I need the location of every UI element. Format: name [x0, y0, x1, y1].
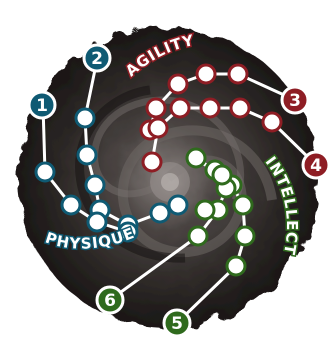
- intellect-skill-node[interactable]: [234, 196, 252, 214]
- agility-skill-node[interactable]: [197, 65, 215, 83]
- physique-skill-node[interactable]: [36, 163, 54, 181]
- start-badge-5[interactable]: 5: [164, 310, 190, 336]
- start-badge-number: 5: [171, 314, 183, 334]
- physique-skill-node[interactable]: [151, 204, 169, 222]
- intellect-skill-node[interactable]: [236, 227, 254, 245]
- start-badge-number: 1: [36, 96, 48, 116]
- physique-skill-node[interactable]: [62, 196, 80, 214]
- start-badge-2[interactable]: 2: [84, 45, 110, 71]
- agility-skill-node[interactable]: [263, 113, 281, 131]
- agility-skill-node[interactable]: [147, 99, 165, 117]
- physique-skill-node[interactable]: [169, 196, 187, 214]
- agility-skill-node[interactable]: [231, 99, 249, 117]
- agility-skill-node[interactable]: [143, 153, 161, 171]
- intellect-skill-node[interactable]: [196, 201, 214, 219]
- start-badge-number: 3: [289, 91, 301, 111]
- agility-skill-node[interactable]: [229, 65, 247, 83]
- start-badge-6[interactable]: 6: [97, 287, 123, 313]
- physique-skill-node[interactable]: [88, 213, 106, 231]
- intellect-skill-node[interactable]: [213, 166, 231, 184]
- intellect-skill-node[interactable]: [189, 227, 207, 245]
- start-badge-1[interactable]: 1: [29, 92, 55, 118]
- start-badge-3[interactable]: 3: [282, 87, 308, 113]
- intellect-skill-node[interactable]: [227, 257, 245, 275]
- physique-skill-node[interactable]: [78, 146, 96, 164]
- start-badge-number: 4: [310, 156, 322, 176]
- start-badge-4[interactable]: 4: [303, 152, 329, 178]
- agility-skill-node[interactable]: [169, 75, 187, 93]
- physique-skill-node[interactable]: [76, 109, 94, 127]
- intellect-skill-node[interactable]: [187, 149, 205, 167]
- agility-skill-node[interactable]: [171, 99, 189, 117]
- start-badge-number: 2: [91, 49, 103, 69]
- agility-skill-node[interactable]: [201, 99, 219, 117]
- start-badge-number: 6: [104, 291, 116, 311]
- physique-skill-node[interactable]: [86, 176, 104, 194]
- agility-skill-node[interactable]: [149, 119, 167, 137]
